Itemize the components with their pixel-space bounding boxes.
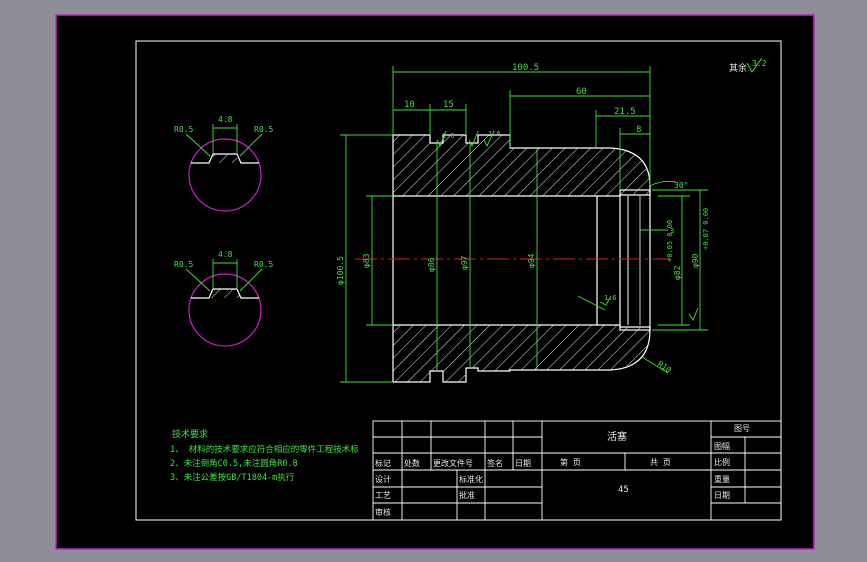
drawing-no-label: 图号	[734, 424, 750, 433]
scale-label: 比例	[714, 457, 730, 467]
detail-b-right-radius: R0.5	[254, 260, 273, 269]
detail-b-hatch	[209, 289, 241, 298]
dia-100: φ100.5	[336, 256, 345, 285]
tech-notes-title: 技术要求	[172, 428, 208, 440]
rough-1: 1.6	[442, 132, 455, 140]
dia-86: φ86	[427, 257, 436, 272]
sheet-size-label: 图幅	[714, 441, 730, 451]
rough-3: 1.6	[604, 294, 617, 302]
detail-a-right-radius: R0.5	[254, 125, 273, 134]
standard-label: 标准化	[459, 474, 483, 484]
tech-note-line-3: 3、未注公差按GB/T1804-m执行	[170, 472, 295, 483]
check-label: 审核	[375, 507, 391, 517]
tol-90: +0.07 0.00	[702, 208, 710, 250]
dia-94: φ94	[527, 253, 536, 268]
approve-label: 批准	[459, 490, 475, 500]
dim-3: 3	[670, 227, 674, 235]
dim-overall-length: 100.5	[512, 63, 539, 73]
detail-a-circle	[188, 138, 262, 212]
dia-83: φ83	[362, 253, 371, 268]
detail-a-left-radius: R0.5	[174, 125, 193, 134]
part-section-view	[355, 134, 670, 383]
roughness-label: 其余	[729, 62, 747, 74]
date2-label: 日期	[515, 459, 531, 468]
dia-82: φ82	[673, 265, 682, 280]
title-block-grid	[372, 420, 782, 521]
part-name: 活塞	[607, 430, 627, 443]
qty-label: 处数	[404, 458, 420, 468]
title-block-text: 活塞 图号 图幅 比例 重量 日期 第 页 共 页 45 标记 处数 更改文件号…	[375, 424, 750, 517]
process-label: 工艺	[375, 491, 391, 500]
rough-2: 1.6	[488, 130, 501, 138]
dia-97: φ97	[460, 255, 469, 270]
tech-note-line-1: 1、 材料的技术要求应符合相应的零件工程技术标	[170, 444, 359, 455]
detail-view-b: 4.8 R0.5 R0.5	[174, 250, 273, 347]
roughness-value: 3.2	[752, 59, 767, 68]
sign-label: 签名	[487, 458, 503, 468]
detail-b-width: 4.8	[218, 250, 233, 259]
tech-note-line-2: 2、未注倒角C0.5,未注圆角R0.8	[170, 458, 298, 469]
technical-notes: 技术要求 1、 材料的技术要求应符合相应的零件工程技术标 2、未注倒角C0.5,…	[170, 428, 359, 483]
end-boss	[619, 189, 651, 331]
detail-view-a: 4.8 R0.5 R0.5	[174, 115, 273, 212]
material: 45	[618, 485, 629, 495]
designer-label: 设计	[375, 474, 391, 484]
dim-30-deg: 30°	[674, 181, 688, 190]
roughness-symbols	[436, 130, 699, 321]
sheet-no: 第 页	[560, 457, 581, 467]
tol-82: +0.05 0.00	[666, 220, 674, 262]
dim-10: 10	[404, 100, 415, 110]
detail-a-hatch	[213, 154, 237, 163]
zone-label: 更改文件号	[433, 458, 473, 468]
detail-b-circle	[188, 273, 262, 347]
dim-8: 8	[636, 125, 641, 135]
dim-15: 15	[443, 100, 454, 110]
weight-label: 重量	[714, 474, 730, 484]
rev-label: 标记	[375, 458, 391, 468]
dim-21-5: 21.5	[614, 107, 636, 117]
detail-b-leader1	[185, 268, 211, 292]
drawing-sheet	[55, 14, 815, 550]
sheets-total: 共 页	[650, 458, 671, 467]
detail-a-width: 4.8	[218, 115, 233, 124]
roughness-symbol	[746, 57, 763, 73]
dim-60: 60	[576, 87, 587, 97]
detail-b-leader2	[239, 268, 263, 292]
detail-a-leader2	[239, 133, 263, 157]
date-label: 日期	[714, 491, 730, 500]
dia-90: φ90	[691, 253, 700, 268]
detail-b-left-radius: R0.5	[174, 260, 193, 269]
detail-a-leader1	[185, 133, 211, 157]
dimension-lines	[340, 66, 708, 383]
